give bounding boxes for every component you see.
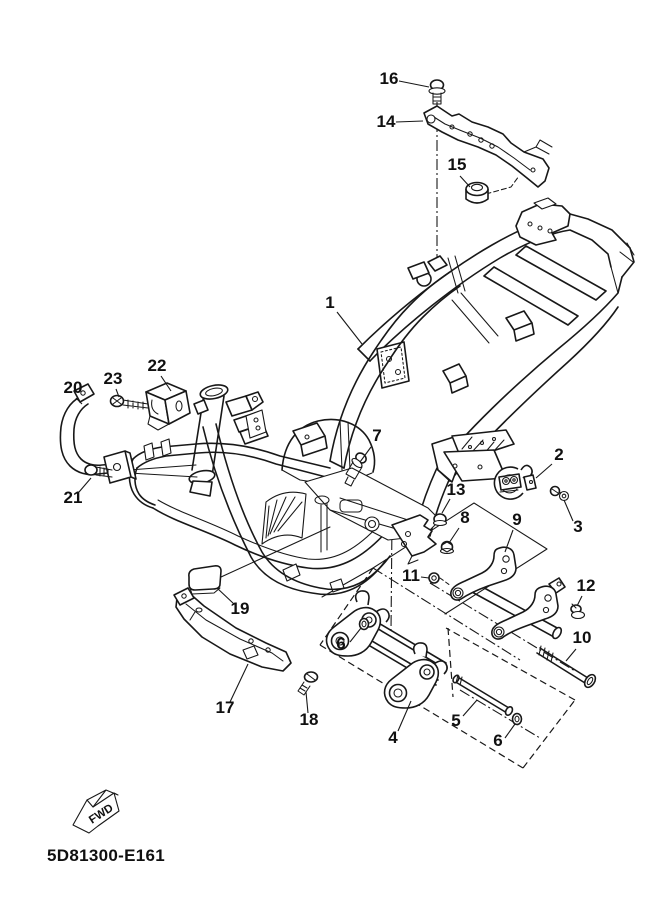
nut-13 (432, 513, 448, 527)
pin-5 (452, 674, 514, 716)
bolt-23 (109, 394, 149, 410)
screw-3 (549, 485, 570, 502)
callout-10: 10 (573, 628, 592, 647)
bolt-10 (536, 645, 597, 689)
bracket-12 (491, 577, 566, 640)
callout-11: 11 (402, 566, 420, 585)
callout-labels: 1 2 3 4 5 6 7 8 9 10 11 12 13 14 15 16 1… (64, 69, 596, 750)
callout-15: 15 (448, 155, 467, 174)
ring-6a (358, 617, 370, 631)
callout-19: 19 (231, 599, 250, 618)
screw-18 (297, 671, 319, 696)
bracket-22 (145, 382, 191, 431)
nut-8 (439, 540, 455, 555)
callout-5: 5 (451, 711, 460, 730)
bolt-21 (84, 450, 137, 484)
floor-frame (128, 384, 441, 596)
fwd-arrow-icon: FWD (72, 789, 120, 834)
callout-leaders (75, 80, 583, 739)
callout-17: 17 (216, 698, 235, 717)
damper-15 (465, 181, 489, 204)
bolt-16 (428, 79, 446, 105)
callout-2: 2 (554, 445, 563, 464)
callout-20: 20 (64, 378, 83, 397)
callout-8: 8 (460, 508, 469, 527)
callout-21: 21 (64, 488, 83, 507)
callout-9: 9 (512, 510, 521, 529)
guard-rail-20 (59, 383, 198, 478)
callout-6a: 6 (336, 634, 345, 653)
bolt-12 (570, 603, 586, 620)
callout-18: 18 (300, 710, 319, 729)
callout-16: 16 (380, 69, 399, 88)
panel-17 (173, 587, 292, 672)
callout-12: 12 (577, 576, 596, 595)
bracket-9 (450, 546, 563, 640)
ring-6b (511, 712, 523, 726)
bracket-14 (423, 105, 553, 188)
callout-4: 4 (388, 728, 398, 747)
bolt-7 (344, 452, 367, 487)
callout-13: 13 (447, 480, 466, 499)
callout-6b: 6 (493, 731, 502, 750)
callout-14: 14 (377, 112, 396, 131)
callout-23: 23 (104, 369, 123, 388)
hook-2 (493, 464, 537, 500)
callout-22: 22 (148, 356, 167, 375)
drawing-part-code: 5D81300-E161 (47, 846, 165, 865)
callout-1: 1 (325, 293, 334, 312)
callout-3: 3 (573, 517, 582, 536)
pad-19 (188, 526, 331, 595)
callout-7: 7 (372, 426, 381, 445)
